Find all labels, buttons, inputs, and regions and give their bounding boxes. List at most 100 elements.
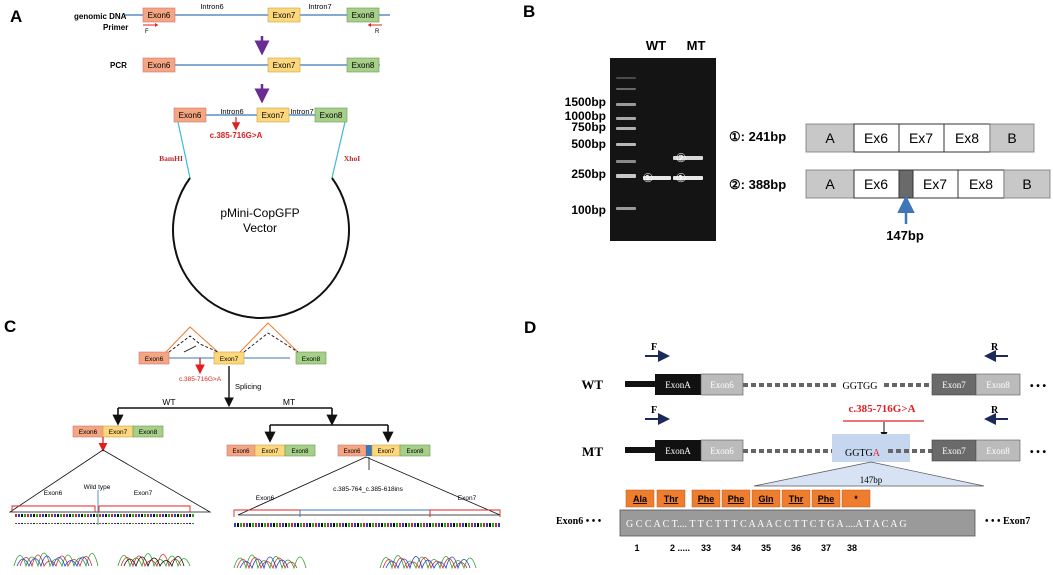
c-mt-bracket-insert xyxy=(299,509,431,517)
insert-exon8-label: Exon8 xyxy=(320,111,343,120)
c-wt-chrom-exon7: Exon7 xyxy=(134,490,153,497)
d-sequence-bar xyxy=(619,509,976,537)
c-splice-tick xyxy=(183,345,197,353)
d-mt-seq-prefix: GGTG xyxy=(845,448,873,459)
d-wt-exon8-label: Exon8 xyxy=(986,380,1010,390)
d-aa-thr2: Thr xyxy=(789,494,804,504)
panel-label-a: A xyxy=(10,7,22,26)
insert-exon6-label: Exon6 xyxy=(179,111,202,120)
c-splice-dashed-1 xyxy=(168,335,219,353)
d-wt-seq: GGTGG xyxy=(843,381,878,392)
c-splice-arc-2 xyxy=(239,322,299,353)
construct2-b-label: B xyxy=(1022,176,1031,192)
gel-image xyxy=(610,58,716,241)
construct1-ex6 xyxy=(853,123,900,153)
d-aa-thr2-box xyxy=(781,489,811,508)
construct2-b xyxy=(1003,169,1051,199)
d-aa-ala: Ala xyxy=(633,494,648,504)
c-mt-variant-label: c.385-764_c.385-618ins xyxy=(333,486,403,493)
mt-band-241 xyxy=(673,176,703,180)
c-wt-exon8 xyxy=(132,425,164,438)
construct1-ex8 xyxy=(943,123,991,153)
construct1-a-label: A xyxy=(825,130,835,146)
c-mt-chrom-exon6: Exon6 xyxy=(256,495,275,502)
c-wt-exon8-label: Exon8 xyxy=(139,429,158,436)
d-pos-35: 35 xyxy=(761,543,771,553)
pcr-label: PCR xyxy=(110,61,127,70)
d-pos-1: 1 xyxy=(634,543,639,553)
c-mt-bracket-exon6 xyxy=(233,509,301,517)
d-pos-36: 36 xyxy=(791,543,801,553)
d-seq-right-label: • • • Exon7 xyxy=(985,516,1030,527)
d-wt-r-label: R xyxy=(991,342,999,353)
c-wt-bracket-exon6 xyxy=(11,505,96,512)
vector-type: Vector xyxy=(243,221,277,235)
insert-intron7-label: Intron7 xyxy=(290,107,313,116)
c-mt-sequence-strip xyxy=(234,519,500,528)
c-mt2-exon8-label: Exon8 xyxy=(406,449,424,455)
d-pos-33: 33 xyxy=(701,543,711,553)
exon8-box xyxy=(346,7,380,23)
c-splice-dashed-2 xyxy=(243,332,299,353)
d-aa-phe3: Phe xyxy=(818,494,835,504)
d-wt-exona xyxy=(655,374,701,395)
c-exon8-label: Exon8 xyxy=(302,356,321,363)
construct2-insert xyxy=(898,169,914,199)
exon6-box xyxy=(142,7,176,23)
d-aa-thr: Thr xyxy=(664,494,679,504)
lane-label-wt: WT xyxy=(646,38,666,53)
c-exon6-label: Exon6 xyxy=(145,356,164,363)
vector-circle xyxy=(172,177,350,319)
mt-band-marker-1: ① xyxy=(676,171,687,185)
gel-ladder xyxy=(616,77,636,210)
c-wt-wildtype-label: Wild type xyxy=(84,484,111,491)
panel-label-b: B xyxy=(523,2,535,21)
c-wt-label: WT xyxy=(162,397,175,407)
d-mt-exon8 xyxy=(975,439,1021,462)
c-mt2-exon8 xyxy=(399,444,431,457)
panel-label-d: D xyxy=(524,318,536,337)
exon8-label: Exon8 xyxy=(352,11,375,20)
genomic-dna-label: genomic DNA xyxy=(74,12,127,21)
ladder-1000bp: 1000bp xyxy=(565,109,606,123)
d-pos-37: 37 xyxy=(821,543,831,553)
construct2-ex6-label: Ex6 xyxy=(864,176,888,192)
insert-exon6-box xyxy=(173,107,207,123)
pcr-exon8-box xyxy=(346,57,380,73)
pcr-exon8-label: Exon8 xyxy=(352,61,375,70)
bamhi-label: BamHI xyxy=(159,154,183,163)
d-pos-38: 38 xyxy=(847,543,857,553)
d-mt-exon6-label: Exon6 xyxy=(710,446,734,456)
vector-name: pMini-CopGFP xyxy=(220,206,299,220)
lane-label-mt: MT xyxy=(687,38,706,53)
d-pos-34: 34 xyxy=(731,543,741,553)
exon7-box xyxy=(267,7,301,23)
insert-intron6-label: Intron6 xyxy=(220,107,243,116)
primer-r-label: R xyxy=(375,29,380,35)
d-aa-ala-box xyxy=(625,489,655,508)
construct2-a-label: A xyxy=(825,176,835,192)
d-mt-dots: • • • xyxy=(1030,447,1047,458)
construct2-label: ②: 388bp xyxy=(729,177,786,192)
c-exon8-box xyxy=(295,351,327,365)
c-wt-chromatogram xyxy=(13,552,191,568)
c-mt-label: MT xyxy=(283,397,295,407)
d-wt-leader xyxy=(625,381,655,387)
ladder-500bp: 500bp xyxy=(571,137,606,151)
mutation-label: c.385-716G>A xyxy=(210,131,263,140)
ladder-750bp: 750bp xyxy=(571,120,606,134)
d-mt-exon8-label: Exon8 xyxy=(986,446,1010,456)
c-mt-zoom-wedge xyxy=(237,456,501,516)
c-mt1-exon7-label: Exon7 xyxy=(261,449,279,455)
c-mt2-insert xyxy=(366,445,372,456)
d-wt-exona-label: ExonA xyxy=(665,380,691,390)
construct1-ex8-label: Ex8 xyxy=(955,130,979,146)
c-mt-chrom-exon7: Exon7 xyxy=(458,495,477,502)
pcr-exon6-box xyxy=(142,57,176,73)
primer-f-label: F xyxy=(145,29,149,35)
exon7-label: Exon7 xyxy=(273,11,296,20)
wt-band-241 xyxy=(643,176,671,180)
c-mt1-exon6-label: Exon6 xyxy=(232,449,250,455)
d-aa-phe2-box xyxy=(721,489,751,508)
d-aa-phe2: Phe xyxy=(728,494,745,504)
